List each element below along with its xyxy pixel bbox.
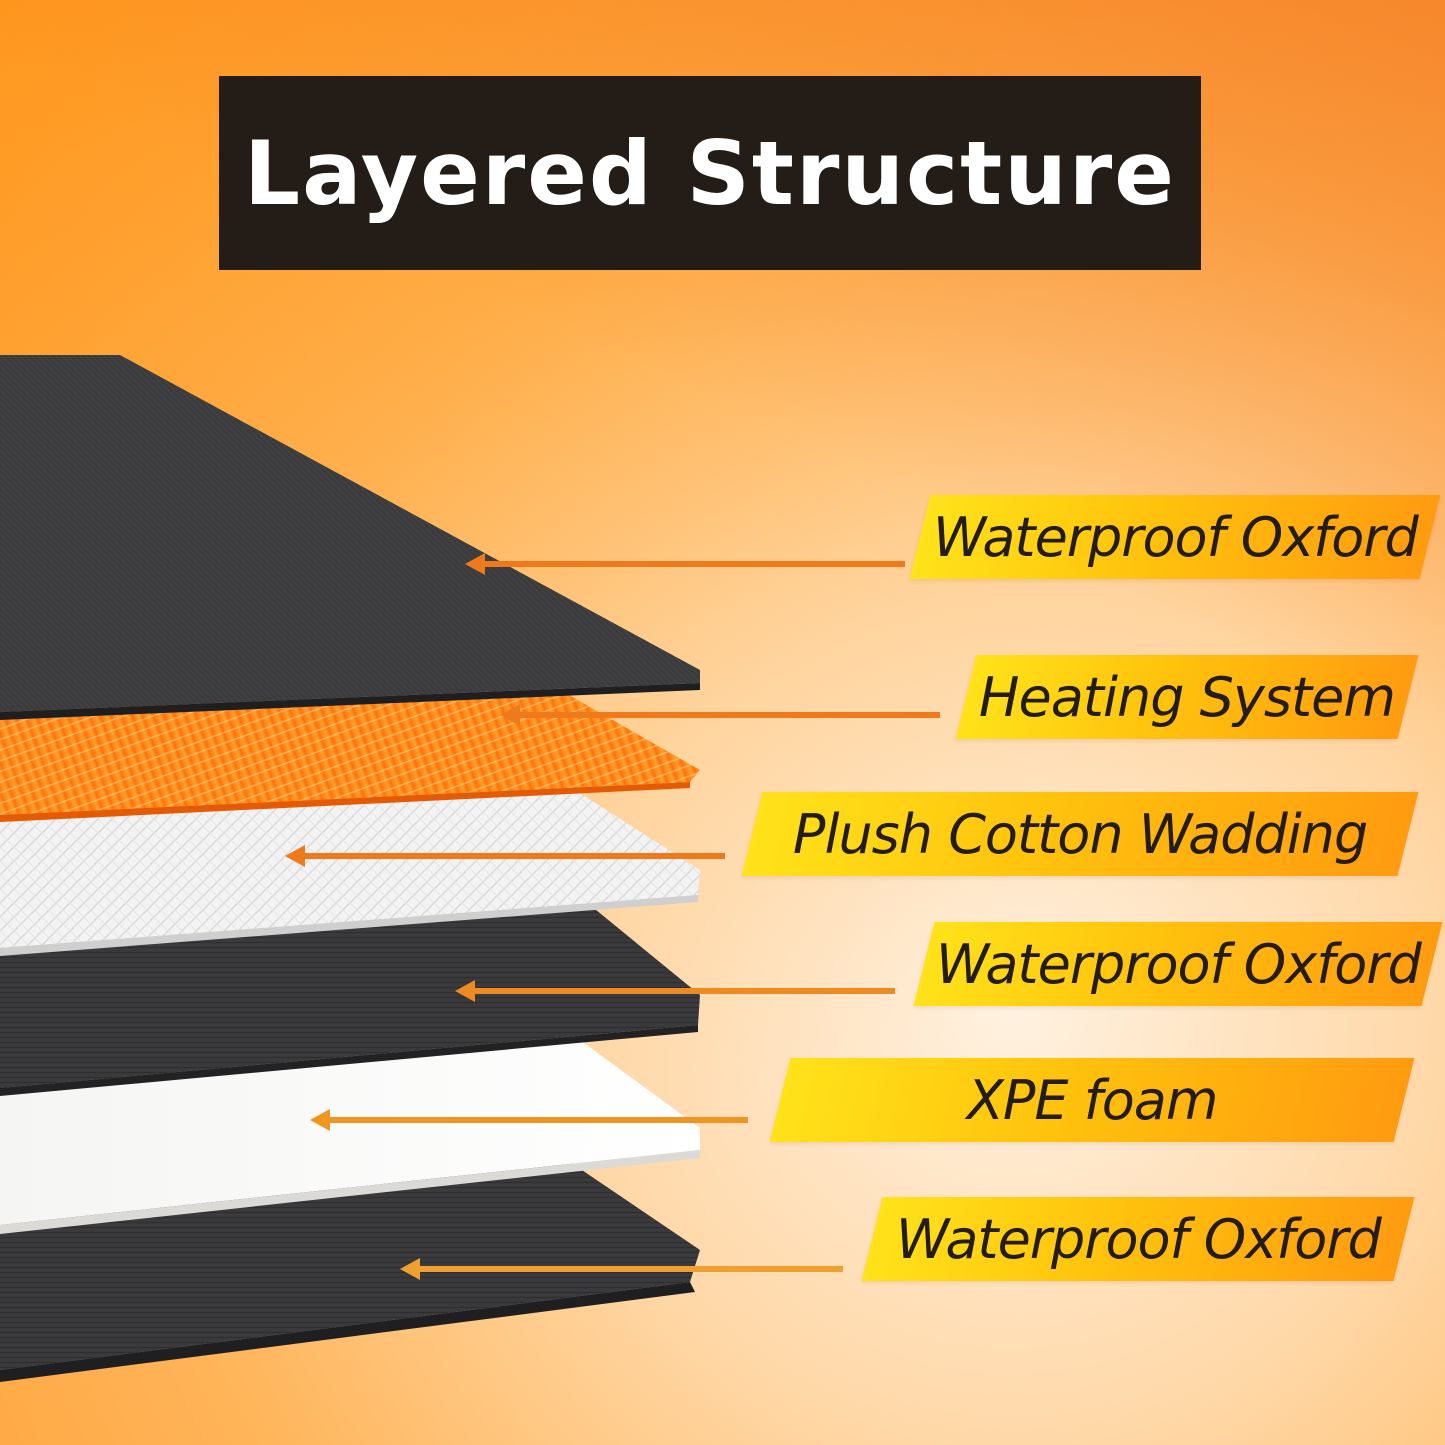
label-text: Waterproof Oxford [895, 1207, 1381, 1271]
arrow-cotton-wadding [285, 845, 725, 867]
layer-cotton-wadding [0, 790, 700, 948]
arrow-top-oxford [465, 553, 905, 575]
label-waterproof-oxford-middle: Waterproof Oxford [913, 922, 1443, 1006]
arrow-heating-system [500, 704, 940, 726]
arrow-bottom-oxford [400, 1258, 843, 1280]
label-text: XPE foam [966, 1068, 1218, 1132]
arrow-middle-oxford [455, 980, 895, 1002]
label-plush-cotton-wadding: Plush Cotton Wadding [741, 792, 1419, 876]
title-banner: Layered Structure [219, 76, 1201, 270]
layer-xpe-foam [0, 1040, 700, 1225]
label-text: Waterproof Oxford [932, 505, 1418, 569]
label-xpe-foam: XPE foam [769, 1058, 1415, 1142]
label-text: Plush Cotton Wadding [792, 802, 1368, 866]
page-title: Layered Structure [244, 121, 1176, 225]
layer-top-oxford [0, 355, 700, 712]
label-text: Heating System [978, 665, 1396, 729]
layer-heating-system [0, 690, 700, 815]
label-waterproof-oxford-top: Waterproof Oxford [909, 495, 1441, 579]
arrow-xpe-foam [310, 1109, 748, 1131]
label-heating-system: Heating System [955, 655, 1419, 739]
label-waterproof-oxford-bottom: Waterproof Oxford [861, 1197, 1415, 1281]
label-text: Waterproof Oxford [935, 932, 1421, 996]
layer-middle-oxford [0, 905, 700, 1088]
